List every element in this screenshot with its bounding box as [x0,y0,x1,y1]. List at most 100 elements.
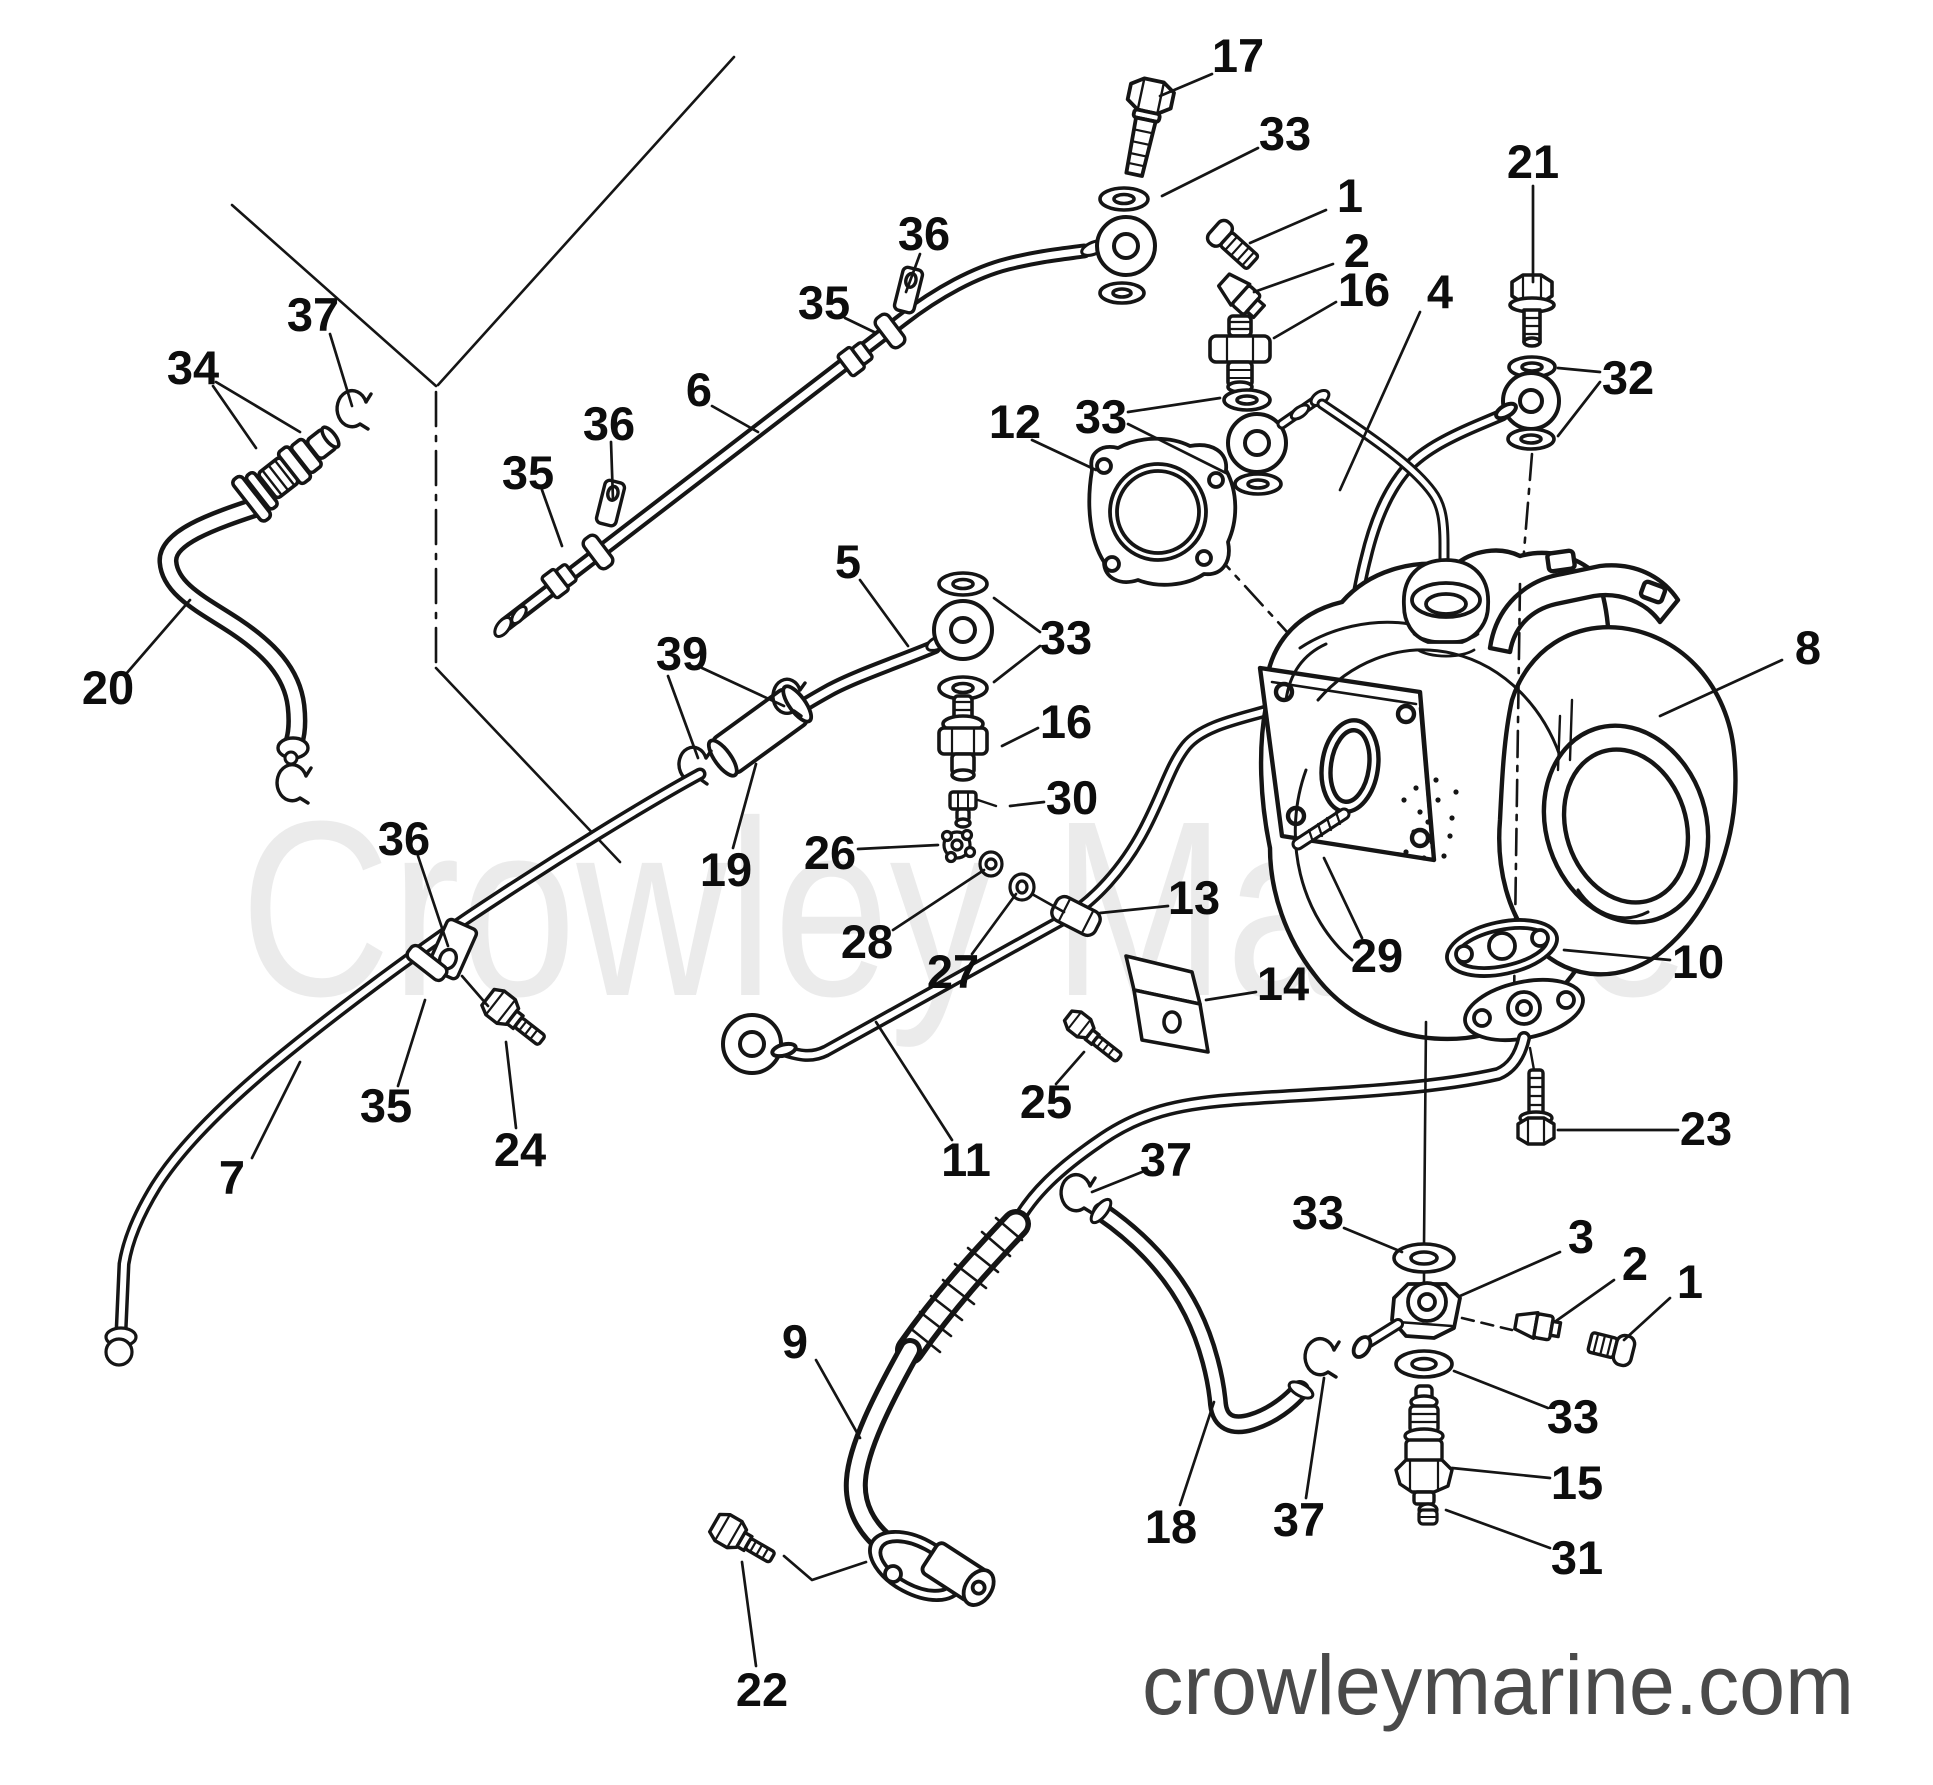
part-label-33: 33 [1292,1186,1344,1239]
part-label-14: 14 [1257,957,1309,1010]
hose-sleeve-19 [706,684,814,778]
clip-37-c [1059,1173,1097,1215]
part-label-24: 24 [494,1123,546,1176]
part-label-8: 8 [1795,621,1821,674]
drain-flange-10-lower [1463,978,1585,1042]
part-label-33: 33 [1547,1390,1599,1443]
clip-37-d [1303,1337,1341,1379]
part-label-37: 37 [287,288,339,341]
part-label-2: 2 [1344,224,1370,277]
washer-32-upper [1507,355,1557,379]
part-label-27: 27 [927,945,979,998]
screw-plug-1-b [1586,1331,1637,1368]
part-label-10: 10 [1672,935,1724,988]
fitting-30 [948,790,998,829]
clamp-35-pipe6-upper [873,265,925,350]
part-label-34: 34 [167,341,219,394]
part-label-35: 35 [502,446,554,499]
part-label-7: 7 [219,1151,245,1204]
part-label-1: 1 [1337,169,1363,222]
part-label-12: 12 [989,395,1041,448]
fitting-2-b [1513,1310,1563,1342]
vent-hose-18 [1089,1197,1315,1435]
part-label-35: 35 [798,276,850,329]
part-label-17: 17 [1212,29,1264,82]
bolt-23 [1516,1046,1556,1146]
lock-nut-26 [940,828,977,864]
part-label-5: 5 [835,535,861,588]
oil-line-5 [786,634,951,720]
banjo-eye-pipe5 [932,599,994,661]
part-label-22: 22 [736,1663,788,1716]
check-valve-15 [1394,1384,1454,1506]
tee-axis-dash [1460,1316,1514,1332]
part-label-26: 26 [804,826,856,879]
part-label-13: 13 [1168,871,1220,924]
washer-32-lower [1506,427,1556,451]
fitting-2-a [1216,272,1266,320]
leader-lines [124,72,1784,1668]
part-label-37: 37 [1273,1493,1325,1546]
inset-boundary [230,55,736,864]
part-label-16: 16 [1040,695,1092,748]
part-label-39: 39 [656,627,708,680]
turbo-oil-port [1402,558,1490,658]
tee-fitting-3 [1351,1281,1462,1359]
part-label-32: 32 [1602,351,1654,404]
part-label-33: 33 [1075,390,1127,443]
part-label-36: 36 [378,812,430,865]
banjo-4-stub [1276,388,1331,430]
bolt-22 [707,1512,776,1564]
washer-below-banjo6 [1098,281,1146,305]
union-nut-pipe6-lower [540,563,578,600]
banjo-bolt-17 [1124,76,1176,178]
washer-33-d [1394,1349,1454,1379]
bolt-21 [1508,273,1556,348]
clip-37-a [335,389,373,431]
part-label-36: 36 [583,397,635,450]
connector-fitting-34 [231,425,341,523]
part-label-18: 18 [1145,1500,1197,1553]
part-label-35: 35 [360,1079,412,1132]
part-label-15: 15 [1551,1456,1603,1509]
banjo-fitting-16-a [1208,314,1272,394]
part-label-33: 33 [1040,611,1092,664]
washer-33-c [1392,1242,1456,1274]
clamp-13 [1050,894,1102,938]
part-label-25: 25 [1020,1075,1072,1128]
bolt-24 [480,987,546,1046]
screw-plug-1-a [1205,218,1260,270]
part-label-31: 31 [1551,1531,1603,1584]
washer-33-above-banjo5 [937,571,989,597]
washer-33-below-banjo4 [1233,472,1283,496]
part-label-6: 6 [686,363,712,416]
oil-line-7 [104,767,707,1367]
part-label-16: 16 [1338,263,1390,316]
drain-hose-9 [843,1031,1531,1556]
oil-feed-pipe-4 [1316,398,1450,590]
banjo-eye-11 [721,1013,798,1075]
part-label-11: 11 [941,1133,991,1186]
clamp-39-a [771,677,807,718]
part-label-36: 36 [898,207,950,260]
part-label-23: 23 [1680,1102,1732,1155]
part-label-19: 19 [700,843,752,896]
washer-33-above-banjo4 [1222,388,1272,412]
part-label-28: 28 [841,915,893,968]
drain-hose-flange [868,1530,996,1607]
part-label-3: 3 [1568,1210,1594,1263]
banjo-eye-pipe6 [1095,215,1157,277]
clamp-35-pipe6-lower [581,478,627,571]
banjo-eye-4 [1226,412,1288,474]
part-label-30: 30 [1046,771,1098,824]
part-label-33: 33 [1259,107,1311,160]
watermark-site-url: crowleymarine.com [1142,1638,1854,1732]
part-label-2: 2 [1622,1237,1648,1290]
casting-texture [1401,777,1459,861]
washer-28 [978,850,1004,878]
part-label-9: 9 [782,1315,808,1368]
part-label-4: 4 [1427,265,1453,318]
gasket-12 [1087,436,1238,587]
